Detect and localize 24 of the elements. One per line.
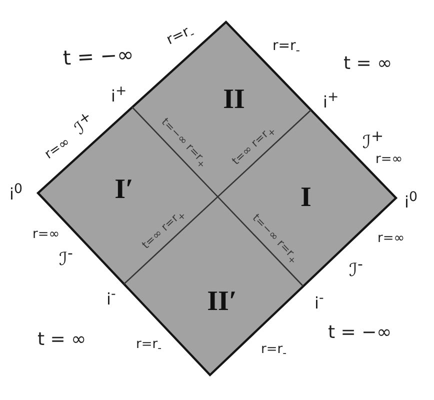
region-numeral: I [300, 184, 312, 212]
radius-label: r=∞ [42, 134, 72, 162]
radius-label: r=r$_{-}$ [272, 38, 300, 56]
radius-label: r=∞ [376, 152, 403, 166]
region-numeral: II′ [207, 288, 237, 316]
radius-label: r=r$_{-}$ [261, 343, 287, 360]
time-label: t = ∞ [344, 55, 392, 73]
time-label: t = ∞ [38, 331, 86, 349]
infinity-point-label: i$^{+}$ [111, 84, 127, 104]
time-label: t = −∞ [62, 44, 134, 68]
time-label: t = −∞ [328, 324, 392, 342]
region-numeral: I′ [114, 176, 134, 204]
radius-label: r=∞ [32, 228, 60, 240]
radius-label: r=r$_{-}$ [136, 338, 162, 354]
region-numeral: II [223, 86, 245, 114]
infinity-point-label: i$^{0}$ [10, 182, 22, 202]
null-infinity-label: ℐ$^{-}$ [59, 246, 73, 268]
infinity-point-label: i$^{-}$ [106, 288, 116, 307]
infinity-point-label: i$^{0}$ [404, 190, 418, 210]
infinity-point-label: i$^{+}$ [323, 90, 339, 110]
null-infinity-label: ℐ$^{-}$ [349, 256, 363, 280]
null-infinity-label: ℐ$^{+}$ [362, 128, 384, 152]
infinity-point-label: i$^{-}$ [314, 292, 324, 311]
radius-label: r=∞ [378, 232, 405, 244]
